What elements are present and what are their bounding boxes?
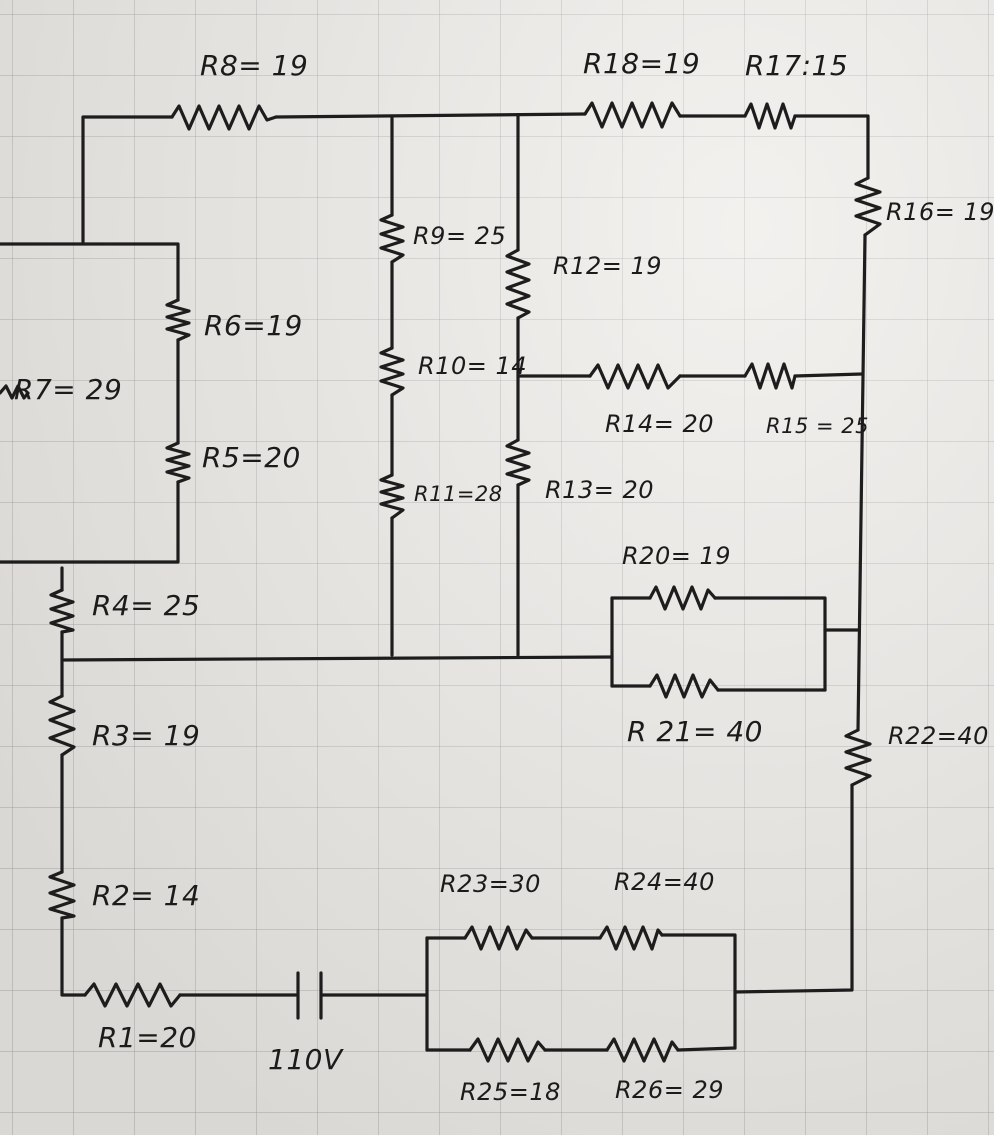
resistor-r3 [48,694,76,757]
label-r1: R1=20 [98,1021,197,1054]
resistor-r23 [463,925,534,951]
wire-mid-horizontal [60,655,614,662]
label-r16: R16= 19 [886,198,994,226]
label-r10: R10= 14 [418,352,527,380]
resistor-r15 [743,362,797,390]
label-r11: R11=28 [414,482,503,506]
wire-r2-corner [60,916,87,997]
label-r8: R8= 19 [200,49,309,82]
resistor-r11 [379,473,405,520]
label-r4: R4= 25 [92,589,201,622]
resistor-r16 [854,176,882,237]
label-r15: R15 = 25 [766,414,869,438]
resistor-r18 [583,101,682,129]
label-r26: R26= 29 [615,1076,724,1104]
wire-r7-top [0,242,180,302]
label-r2: R2= 14 [92,879,201,912]
label-r20: R20= 19 [622,542,731,570]
resistor-r4 [49,588,75,634]
label-r12: R12= 19 [553,252,662,280]
wire-r20-right [713,596,827,692]
label-r24: R24=40 [614,868,715,896]
wire-r15-right [793,372,864,378]
label-r18: R18=19 [583,47,701,80]
resistor-r8 [170,104,278,131]
label-r7: R7= 29 [14,373,123,406]
resistor-r12 [505,248,531,320]
wire-top-right [793,114,870,180]
label-r21: R 21= 40 [627,715,763,748]
wire-top-left [81,115,174,244]
resistor-r6 [165,298,191,342]
resistor-r26 [605,1037,680,1063]
resistor-r21 [648,673,720,699]
resistor-r2 [48,870,76,920]
resistor-r7 [0,384,30,400]
resistor-r9 [379,213,405,264]
label-source-voltage: 110V [268,1043,343,1076]
label-r22: R22=40 [888,722,989,750]
label-r3: R3= 19 [92,719,201,752]
resistor-r25 [468,1037,547,1063]
resistor-r22 [844,728,872,787]
resistor-r24 [598,925,664,951]
resistor-r17 [743,102,797,130]
resistor-r10 [379,346,405,397]
label-r25: R25=18 [460,1078,561,1106]
wire-r5-bottom [0,480,180,564]
wire-r16-down [856,233,867,732]
label-r17: R17:15 [745,49,849,82]
resistor-r14 [588,363,682,390]
wire-r24-right [660,933,737,1050]
label-r5: R5=20 [202,441,301,474]
label-r9: R9= 25 [413,222,507,250]
resistor-r1 [83,982,182,1008]
label-r14: R14= 20 [605,410,714,438]
label-r6: R6=19 [204,309,303,342]
wire-top-mid [274,112,587,119]
label-r13: R13= 20 [545,476,654,504]
wire-r26-right [676,1046,737,1052]
wire-r22-bottom [733,783,854,994]
label-r23: R23=30 [440,870,541,898]
resistor-r5 [165,441,191,484]
resistor-r20 [648,585,717,611]
resistor-r13 [505,438,531,487]
